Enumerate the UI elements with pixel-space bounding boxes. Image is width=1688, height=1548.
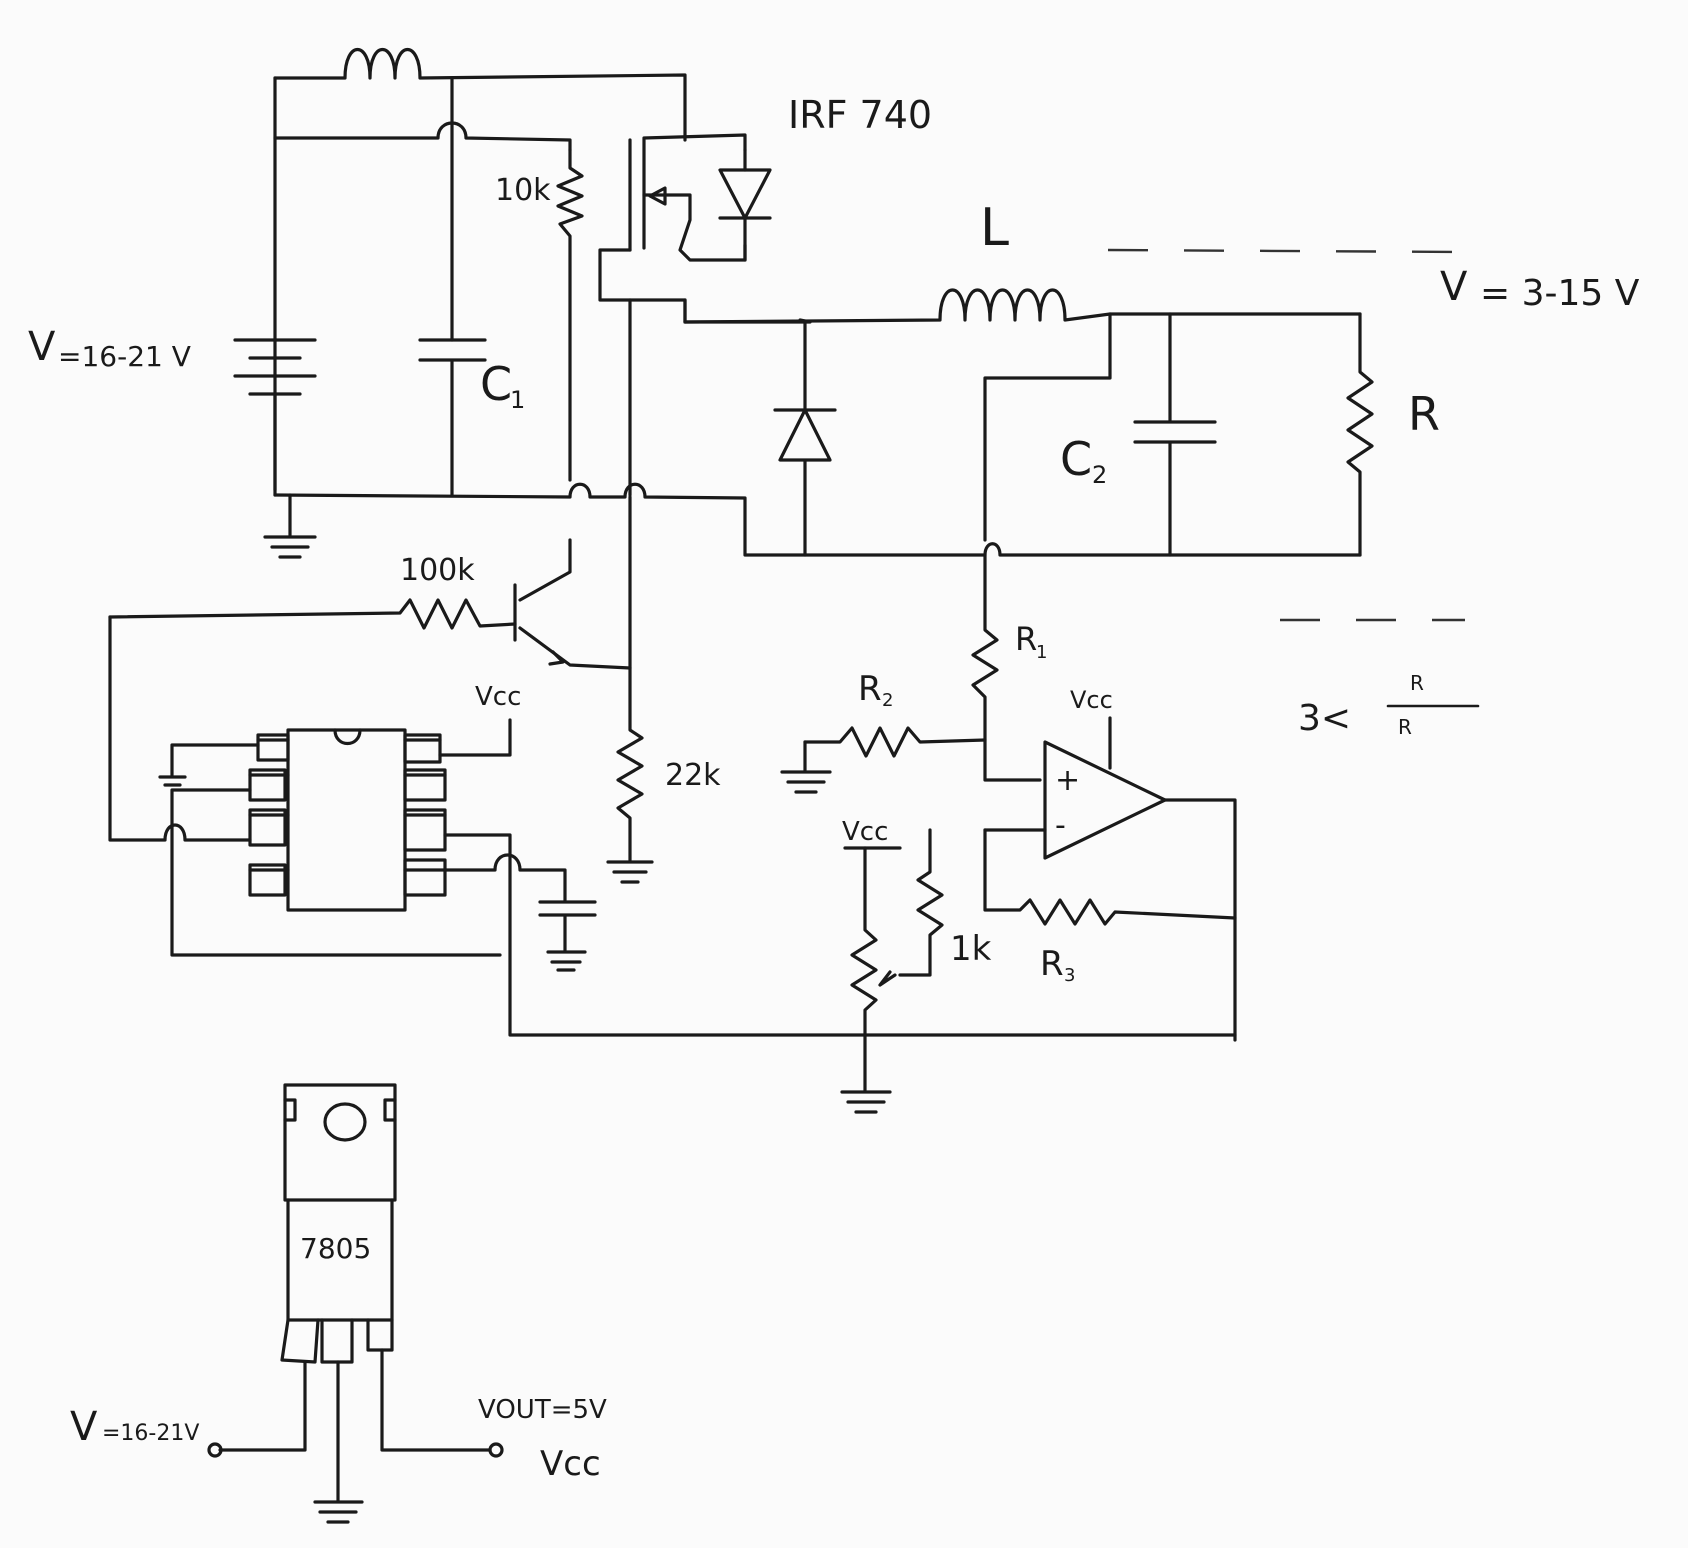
label-c1-sub: 1	[510, 386, 525, 414]
resistor-load	[1346, 312, 1374, 557]
label-output-inductor: L	[980, 198, 1009, 258]
resistor-10k	[556, 148, 584, 482]
label-vin: V	[28, 324, 56, 370]
potentiometer	[840, 846, 902, 1114]
formula-left: 3<	[1298, 698, 1351, 739]
label-c2-sub: 2	[1092, 461, 1107, 489]
output-box-top	[1107, 248, 1466, 254]
output-inductor	[683, 288, 1362, 324]
label-opamp-plus: +	[1055, 763, 1080, 798]
label-rload: R	[1408, 387, 1440, 441]
label-c2: C	[1060, 432, 1092, 486]
label-c1: C	[480, 357, 512, 411]
label-opamp-minus: -	[1055, 808, 1066, 843]
label-r1: R	[1015, 620, 1037, 658]
op-amp	[983, 716, 1237, 1042]
gain-formula: 3< R R	[1298, 671, 1480, 739]
wire-top-rail	[273, 121, 572, 152]
resistor-1k	[898, 828, 944, 977]
formula-denominator: R	[1398, 715, 1412, 739]
resistor-r2	[780, 726, 987, 794]
wire-feedback-top	[983, 312, 1112, 542]
label-reg-vcc: Vcc	[540, 1444, 601, 1484]
pwm-ic	[248, 728, 447, 912]
label-vout-range: = 3-15 V	[1480, 273, 1640, 314]
label-r1-sub: 1	[1036, 642, 1047, 663]
label-mosfet: IRF 740	[788, 93, 932, 137]
label-vcc-pot: Vcc	[842, 817, 888, 847]
label-r2: R	[858, 669, 882, 709]
label-r2-sub: 2	[882, 690, 893, 711]
label-r1k: 1k	[950, 929, 992, 969]
ground-symbol-input	[263, 493, 317, 559]
label-regulator: 7805	[300, 1232, 371, 1265]
label-r3: R	[1040, 944, 1064, 984]
label-reg-vout: VOUT=5V	[478, 1395, 607, 1425]
resistor-100k	[108, 598, 517, 630]
capacitor-c1	[418, 338, 487, 497]
wire-ground-rail	[273, 482, 1362, 557]
label-r3-sub: 3	[1064, 965, 1075, 986]
label-vcc-opamp: Vcc	[1070, 686, 1113, 714]
capacitor-c2	[1133, 312, 1217, 557]
wire-ic-cap	[443, 853, 597, 972]
wire-ic-vcc	[438, 718, 512, 757]
resistor-r1	[971, 553, 1042, 782]
npn-transistor	[513, 538, 632, 670]
mosfet-irf740	[598, 133, 812, 497]
regulator-7805	[207, 1083, 504, 1524]
wire-ic-loop	[170, 788, 502, 957]
label-vin-range: =16-21 V	[58, 340, 191, 373]
input-inductor	[273, 48, 687, 142]
resistor-22k	[606, 495, 654, 884]
label-r22k: 22k	[665, 758, 721, 793]
label-reg-vin: V	[70, 1404, 98, 1450]
label-reg-vin-range: =16-21V	[102, 1421, 199, 1446]
resistor-r3	[983, 828, 1237, 926]
formula-numerator: R	[1410, 671, 1424, 695]
freewheel-diode	[773, 320, 837, 557]
label-r100k: 100k	[400, 553, 475, 588]
battery-vin	[233, 338, 317, 497]
wire-ic-left	[108, 615, 252, 842]
wire-ic-right	[443, 833, 1237, 1037]
label-vcc-ic: Vcc	[475, 682, 521, 712]
label-r10k: 10k	[495, 173, 551, 208]
wire-ic-ground	[158, 743, 260, 787]
label-vout: V	[1440, 264, 1468, 310]
